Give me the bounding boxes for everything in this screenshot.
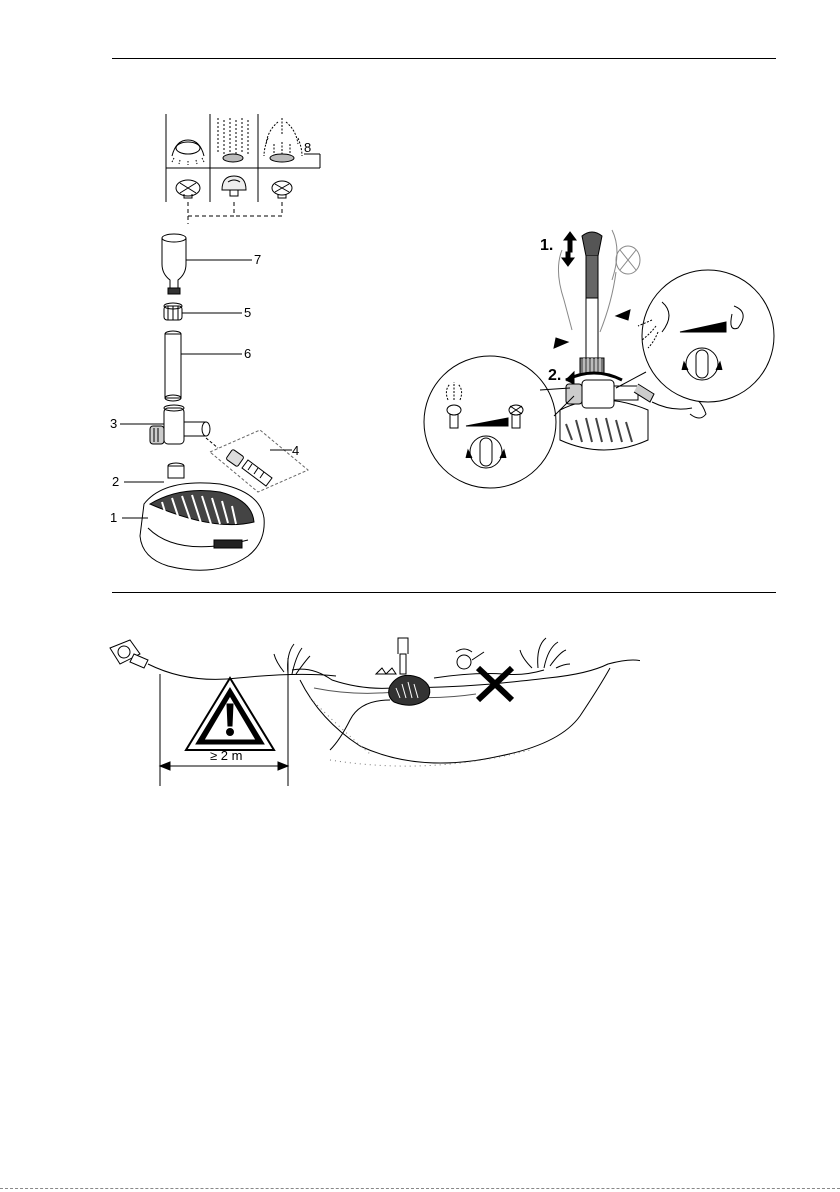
step-1-label: 1.	[540, 237, 553, 254]
label-3: 3	[110, 416, 117, 431]
nozzle-heads	[176, 176, 292, 198]
assembly-figure: 8 7 5 6 3 4 2 1	[110, 108, 350, 578]
part-2-outlet	[124, 463, 184, 482]
column-spray-icon	[218, 118, 248, 162]
part-3-t-piece	[120, 405, 210, 444]
pond-pump-icon	[330, 638, 430, 750]
right-callout	[616, 270, 774, 402]
label-1: 1	[110, 510, 117, 525]
label-8: 8	[304, 140, 311, 155]
floating-plant-icon	[376, 668, 396, 674]
middle-rule	[112, 592, 776, 593]
page-edge	[0, 1188, 840, 1189]
distance-label: ≥ 2 m	[210, 748, 242, 763]
prohibition-cross-icon	[478, 668, 512, 700]
label-7: 7	[254, 252, 261, 267]
pond-outline	[292, 660, 640, 766]
label-4: 4	[292, 443, 299, 458]
part-4-hose-connector	[206, 430, 308, 492]
part-6-pipe	[165, 331, 242, 401]
warning-icon	[186, 678, 274, 750]
label-2: 2	[112, 474, 119, 489]
step-2-label: 2.	[548, 367, 561, 384]
pond-safety-figure: ≥ 2 m	[100, 628, 640, 788]
label-5: 5	[244, 305, 251, 320]
part-5-nut	[164, 303, 242, 320]
adjustment-figure: 1. 2.	[420, 220, 780, 490]
part-1-pump	[122, 483, 264, 570]
top-rule	[112, 58, 776, 59]
bell-spray-icon	[172, 140, 204, 165]
hose	[652, 402, 692, 409]
plant-icon-right	[520, 638, 570, 668]
part-7-adapter	[162, 234, 252, 294]
extension-nozzle	[580, 232, 604, 374]
tiered-spray-icon	[264, 118, 302, 162]
dashed-connector	[188, 202, 282, 224]
wall-socket-icon	[110, 640, 336, 679]
pump-base	[560, 380, 654, 450]
label-6: 6	[244, 346, 251, 361]
